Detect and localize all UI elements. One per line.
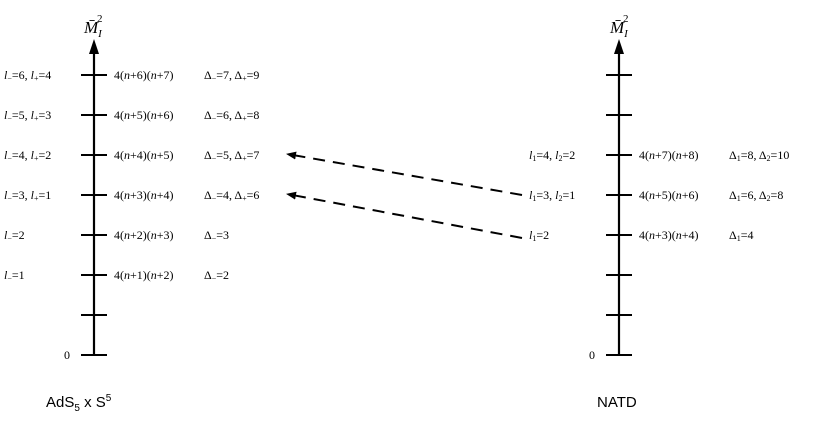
- right-dimension-label-3: Δ1=6, Δ2=8: [729, 188, 783, 203]
- right-mass-label-4: 4(n+7)(n+8): [639, 148, 699, 162]
- right-dimension-label-4: Δ1=8, Δ2=10: [729, 148, 789, 163]
- left-dimension-label-2: Δ−=3: [204, 228, 229, 243]
- left-quantum-label-5: l−=5, l+=3: [4, 108, 51, 123]
- left-mass-label-2: 4(n+2)(n+3): [114, 228, 174, 242]
- left-quantum-label-2: l−=2: [4, 228, 25, 243]
- right-axis-group: M̄I 2 0 l1=2 4(n+3)(n+4) Δ1=4 l1=3, l2=1 4(n…: [529, 13, 789, 362]
- right-dimension-label-2: Δ1=4: [729, 228, 754, 243]
- right-level-ticks: [606, 74, 632, 316]
- right-footer-label: NATD: [597, 394, 637, 411]
- left-axis-title-sup: 2: [97, 13, 103, 25]
- level-connections: [286, 151, 523, 239]
- left-dimension-label-4: Δ−=5, Δ+=7: [204, 148, 259, 163]
- left-mass-label-3: 4(n+3)(n+4): [114, 188, 174, 202]
- left-mass-label-6: 4(n+6)(n+7): [114, 68, 174, 82]
- left-mass-label-4: 4(n+4)(n+5): [114, 148, 174, 162]
- right-level-labels: l1=2 4(n+3)(n+4) Δ1=4 l1=3, l2=1 4(n+5)(n+6)…: [529, 148, 789, 243]
- left-quantum-label-3: l−=3, l+=1: [4, 188, 51, 203]
- left-mass-label-5: 4(n+5)(n+6): [114, 108, 174, 122]
- right-mass-label-3: 4(n+5)(n+6): [639, 188, 699, 202]
- left-quantum-label-1: l−=1: [4, 268, 25, 283]
- left-quantum-label-4: l−=4, l+=2: [4, 148, 51, 163]
- left-dimension-label-5: Δ−=6, Δ+=8: [204, 108, 259, 123]
- left-axis-group: M̄I 2 0 l−=1 4(n+1)(n+2) Δ−=2 l−=2 4(n+2)(n+…: [4, 13, 259, 362]
- right-axis-arrow: [614, 39, 624, 54]
- left-axis-title: M̄I: [83, 18, 103, 40]
- left-level-ticks: [81, 74, 107, 316]
- connection-arrow-2: [286, 191, 523, 239]
- left-dimension-label-6: Δ−=7, Δ+=9: [204, 68, 259, 83]
- right-quantum-label-2: l1=2: [529, 228, 549, 243]
- left-mass-label-1: 4(n+1)(n+2): [114, 268, 174, 282]
- left-level-labels: l−=1 4(n+1)(n+2) Δ−=2 l−=2 4(n+2)(n+3) Δ−=3 l−…: [4, 68, 259, 283]
- right-axis-title: M̄I: [609, 18, 629, 40]
- left-axis-arrow: [89, 39, 99, 54]
- left-footer-label: AdS5 x S5: [46, 393, 112, 414]
- left-dimension-label-1: Δ−=2: [204, 268, 229, 283]
- right-quantum-label-3: l1=3, l2=1: [529, 188, 575, 203]
- left-dimension-label-3: Δ−=4, Δ+=6: [204, 188, 259, 203]
- left-quantum-label-6: l−=6, l+=4: [4, 68, 51, 83]
- connection-arrow-1: [286, 151, 523, 196]
- right-axis-title-sup: 2: [623, 13, 629, 25]
- right-zero-label: 0: [589, 348, 595, 362]
- left-zero-label: 0: [64, 348, 70, 362]
- right-mass-label-2: 4(n+3)(n+4): [639, 228, 699, 242]
- right-quantum-label-4: l1=4, l2=2: [529, 148, 575, 163]
